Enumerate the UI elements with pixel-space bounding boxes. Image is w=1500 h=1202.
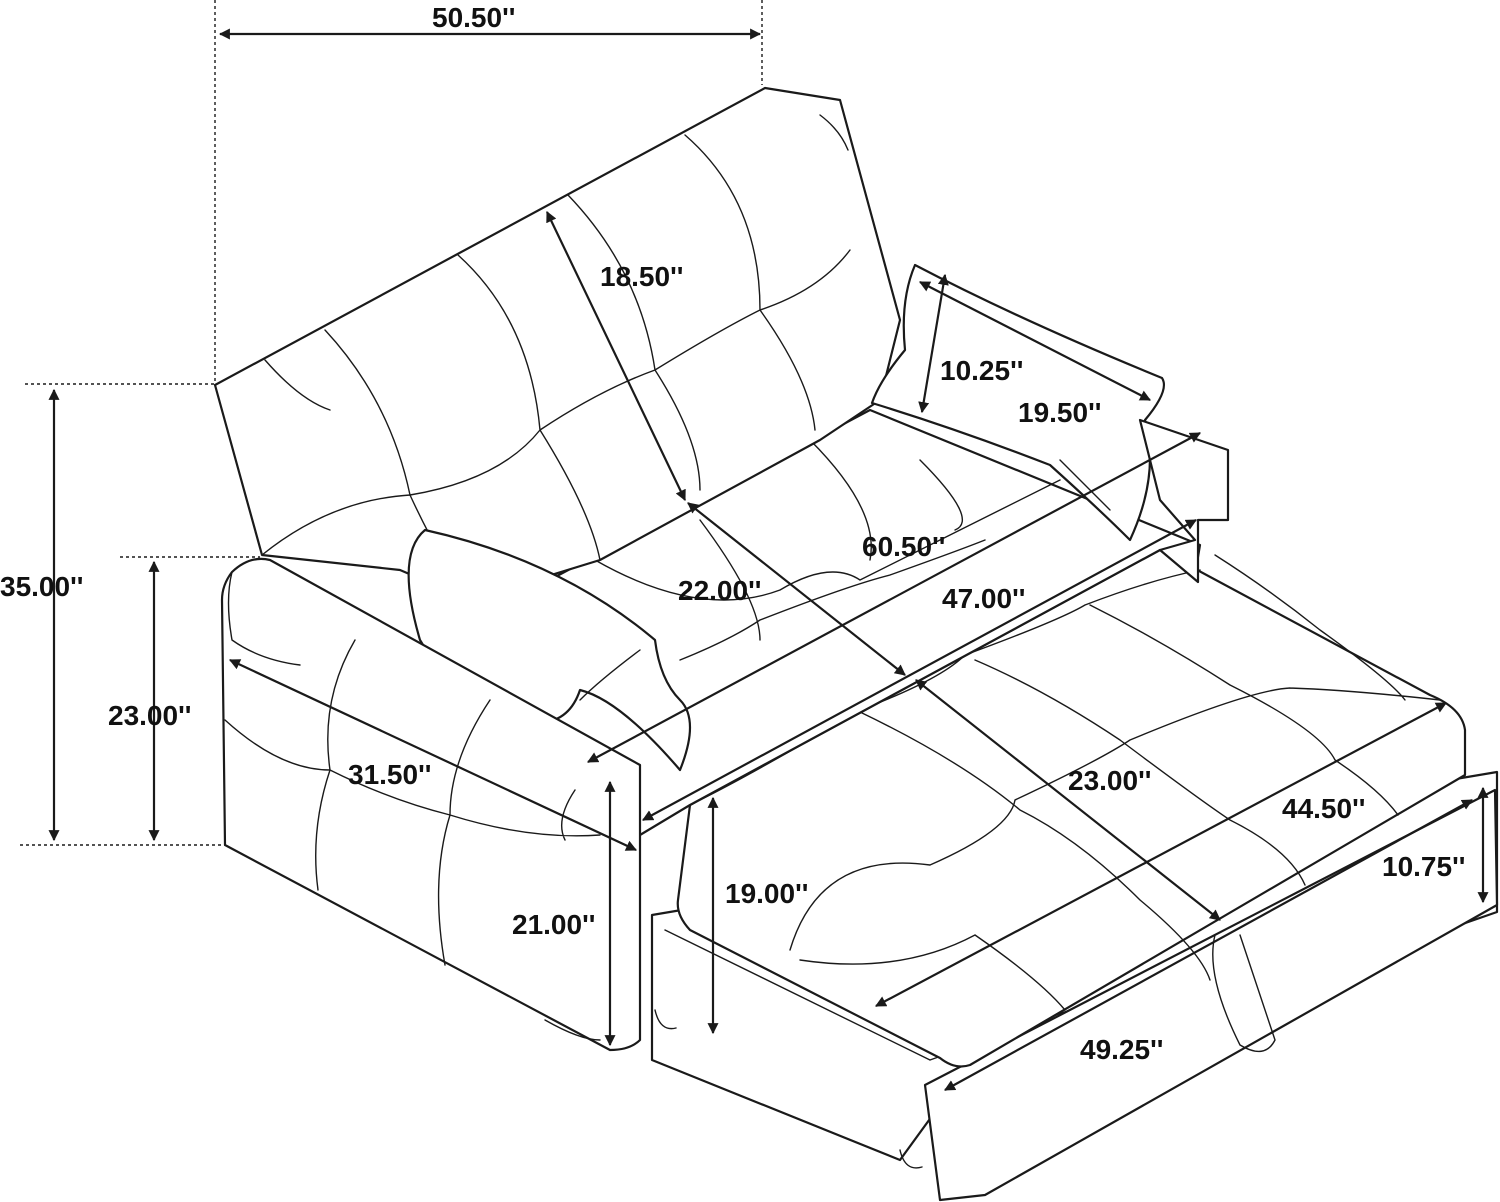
arrow-seat-depth — [687, 502, 906, 676]
label-pillow-width: 19.50'' — [1018, 397, 1101, 428]
label-drawer-height: 10.75'' — [1382, 851, 1465, 882]
label-bed-width: 44.50'' — [1282, 793, 1365, 824]
label-seat-width: 47.00'' — [942, 583, 1025, 614]
arrow-drawer-width — [944, 799, 1473, 1091]
label-seat-depth: 22.00'' — [678, 575, 761, 606]
drawer-caster-left — [654, 1009, 677, 1030]
dimension-labels: 50.50'' 35.00'' 23.00'' 18.50'' 10.25'' … — [0, 2, 1465, 1065]
label-overall-height: 35.00'' — [0, 571, 83, 602]
label-overall-length: 60.50'' — [862, 531, 945, 562]
arrow-arm-depth — [229, 659, 637, 851]
label-drawer-width: 49.25'' — [1080, 1034, 1163, 1065]
label-bed-depth: 23.00'' — [1068, 765, 1151, 796]
label-arm-front-height: 21.00'' — [512, 909, 595, 940]
sofa-drawing — [213, 86, 1499, 1202]
label-arm-height: 23.00'' — [108, 700, 191, 731]
label-bed-height: 19.00'' — [725, 878, 808, 909]
reference-lines — [20, 0, 763, 846]
label-overall-width: 50.50'' — [432, 2, 515, 33]
arrow-pillow-width — [919, 281, 1151, 401]
arrow-seat-width — [642, 519, 1197, 821]
label-pillow-height: 10.25'' — [940, 355, 1023, 386]
label-arm-depth: 31.50'' — [348, 759, 431, 790]
drawer-caster-right — [899, 1149, 923, 1169]
label-back-height: 18.50'' — [600, 261, 683, 292]
dimension-arrows — [48, 28, 1489, 1091]
